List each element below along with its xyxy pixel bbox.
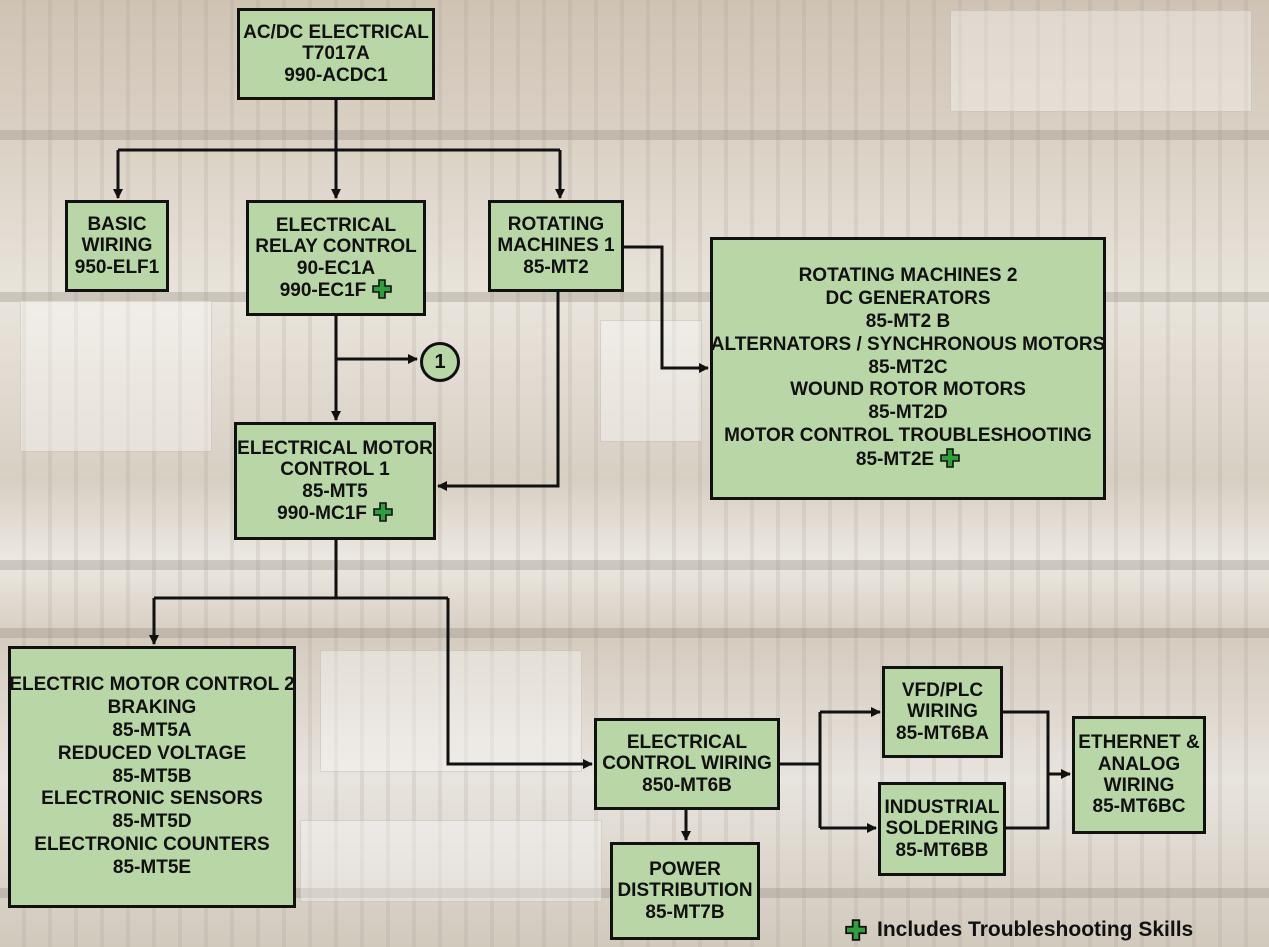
box-line: BASIC [87, 214, 147, 236]
rotating-machines-1-box: ROTATING MACHINES 1 85-MT2 [488, 200, 624, 292]
box-line: ELECTRICAL [626, 732, 748, 754]
box-line: 85-MT5A [112, 720, 192, 741]
box-line: 85-MT5D [112, 811, 192, 833]
industrial-soldering-box: INDUSTRIAL SOLDERING 85-MT6BB [878, 782, 1006, 876]
box-line: INDUSTRIAL [884, 797, 1000, 819]
box-line: ROTATING MACHINES 2 [798, 265, 1018, 287]
box-line: POWER [649, 859, 721, 881]
relay-control-box: ELECTRICAL RELAY CONTROL 90-EC1A 990-EC1… [246, 200, 426, 316]
box-line: WIRING [81, 235, 153, 257]
box-line: ELECTRIC MOTOR CONTROL 2 [9, 674, 295, 696]
box-line-with-icon: 990-EC1F [279, 278, 393, 301]
box-line: 85-MT5E [112, 856, 192, 878]
legend: Includes Troubleshooting Skills [845, 916, 1193, 944]
box-line: 90-EC1A [296, 257, 376, 279]
box-line-with-icon: 85-MT2E [855, 447, 960, 472]
box-line-with-icon: 990-MC1F [277, 501, 393, 524]
marker-label: 1 [434, 350, 446, 373]
box-line: ELECTRICAL [275, 214, 397, 236]
box-line: 85-MT6BC [1092, 796, 1186, 818]
box-line: MOTOR CONTROL TROUBLESHOOTING [724, 424, 1092, 446]
box-line: ETHERNET & [1078, 732, 1200, 754]
box-line: 85-MT7B [645, 901, 725, 923]
box-line: ELECTRONIC SENSORS [41, 788, 263, 810]
power-distribution-box: POWER DISTRIBUTION 85-MT7B [610, 842, 760, 940]
box-line: REDUCED VOLTAGE [57, 742, 247, 764]
box-line: 85-MT2E [855, 448, 935, 470]
control-wiring-box: ELECTRICAL CONTROL WIRING 850-MT6B [594, 718, 780, 810]
box-line: ROTATING [507, 214, 605, 236]
legend-text: Includes Troubleshooting Skills [877, 918, 1194, 941]
box-line: VFD/PLC [901, 680, 984, 702]
box-line: CONTROL 1 [280, 459, 390, 481]
green-plus-icon [940, 447, 960, 468]
box-line: 990-ACDC1 [284, 64, 388, 86]
box-line: ELECTRICAL MOTOR [237, 437, 433, 459]
box-line: WIRING [1103, 775, 1175, 796]
box-line: 85-MT6BB [895, 839, 989, 861]
box-line: ALTERNATORS / SYNCHRONOUS MOTORS [710, 333, 1106, 355]
box-line: ELECTRONIC COUNTERS [34, 833, 270, 855]
box-line: WIRING [907, 701, 978, 723]
vfd-plc-wiring-box: VFD/PLC WIRING 85-MT6BA [882, 666, 1003, 758]
box-line: 85-MT2D [868, 402, 948, 424]
box-line: 990-MC1F [277, 502, 367, 524]
box-line: SOLDERING [885, 818, 999, 840]
box-line: 85-MT6BA [896, 722, 989, 744]
rotating-machines-2-box: ROTATING MACHINES 2 DC GENERATORS 85-MT2… [710, 237, 1106, 500]
box-line: ANALOG [1097, 753, 1181, 775]
box-line: DC GENERATORS [825, 288, 991, 310]
acdc-electrical-box: AC/DC ELECTRICAL T7017A 990-ACDC1 [237, 8, 435, 100]
box-line: 85-MT2C [868, 356, 948, 378]
box-line: MACHINES 1 [497, 235, 615, 257]
box-line: 85-MT2 [523, 256, 589, 278]
box-line: BRAKING [107, 697, 197, 719]
box-line: T7017A [302, 43, 370, 65]
box-line: RELAY CONTROL [255, 236, 417, 258]
basic-wiring-box: BASIC WIRING 950-ELF1 [65, 200, 169, 292]
box-line: 85-MT5B [112, 765, 192, 787]
box-line: DISTRIBUTION [617, 880, 753, 902]
motor-control-2-box: ELECTRIC MOTOR CONTROL 2 BRAKING 85-MT5A… [8, 646, 296, 908]
box-line: 990-EC1F [279, 279, 367, 301]
reference-marker-1: 1 [420, 342, 460, 382]
ethernet-analog-wiring-box: ETHERNET & ANALOG WIRING 85-MT6BC [1072, 716, 1206, 834]
box-line: CONTROL WIRING [602, 753, 772, 775]
motor-control-1-box: ELECTRICAL MOTOR CONTROL 1 85-MT5 990-MC… [234, 422, 436, 540]
box-line: 85-MT2 B [865, 311, 951, 332]
green-plus-icon [372, 278, 393, 299]
green-plus-icon [373, 501, 393, 522]
box-line: 850-MT6B [642, 774, 732, 796]
box-line: 950-ELF1 [74, 256, 160, 278]
green-plus-icon [845, 919, 867, 941]
box-line: WOUND ROTOR MOTORS [790, 379, 1026, 401]
box-line: 85-MT5 [302, 480, 368, 502]
box-line: AC/DC ELECTRICAL [243, 22, 429, 44]
